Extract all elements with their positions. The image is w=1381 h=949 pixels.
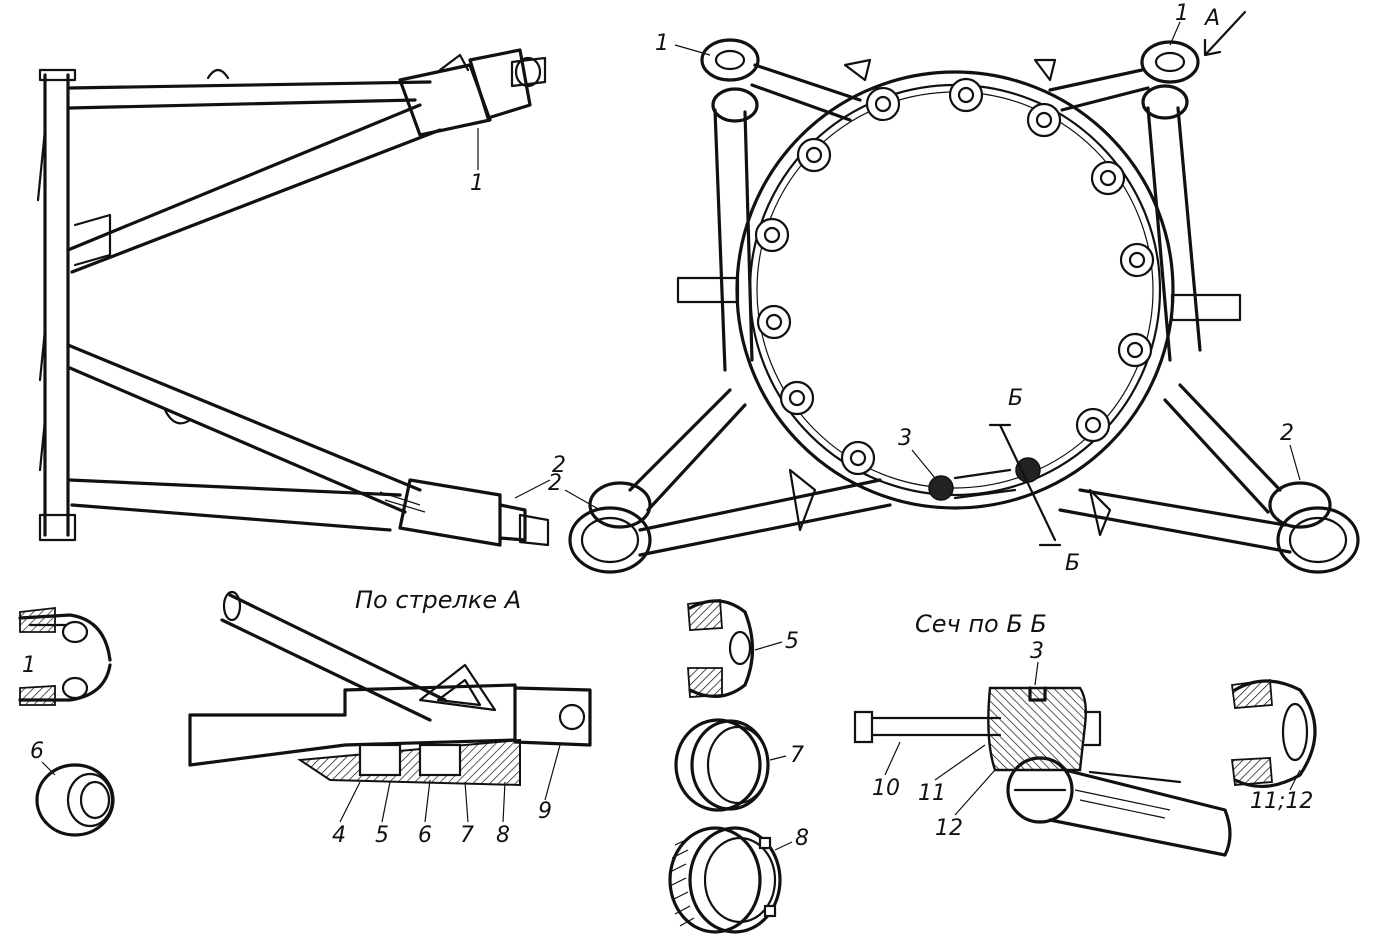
label-7: 7 <box>460 823 474 848</box>
label-8: 8 <box>496 823 510 848</box>
label-4: 4 <box>332 823 346 848</box>
label-2: 2 <box>548 471 562 496</box>
label-11-12: 11;12 <box>1250 789 1313 814</box>
part-5-split-ring <box>687 598 755 698</box>
label-10: 10 <box>872 776 900 801</box>
part-11-12-bushing <box>1230 678 1317 789</box>
label-2: 2 <box>1280 421 1294 446</box>
label-1: 1 <box>470 171 484 196</box>
label-8: 8 <box>795 826 809 851</box>
label-1: 1 <box>655 31 669 56</box>
label-3: 3 <box>1030 639 1044 664</box>
section-bb-caption: Сеч по Б Б <box>915 610 1047 638</box>
label-12: 12 <box>935 816 963 841</box>
view-a-detail <box>188 590 592 787</box>
label-9: 9 <box>538 799 552 824</box>
label-3: 3 <box>898 426 912 451</box>
detail-split-bushing <box>18 606 112 706</box>
label-6: 6 <box>30 739 44 764</box>
section-mark: Б <box>1008 386 1023 411</box>
view-a-caption: По стрелке А <box>355 586 521 614</box>
label-1: 1 <box>1175 1 1189 26</box>
part-8-threaded-nut <box>668 826 782 934</box>
label-5: 5 <box>785 629 799 654</box>
view-arrow-a <box>1203 10 1247 57</box>
side-frame-view <box>36 48 550 547</box>
detail-flanged-bushing <box>35 763 115 837</box>
section-mark: Б <box>1065 551 1080 576</box>
label-5: 5 <box>375 823 389 848</box>
label-a: А <box>1203 6 1220 31</box>
engine-ring-view <box>568 38 1360 574</box>
label-2: 2 <box>552 453 566 478</box>
section-bb-detail <box>853 686 1232 857</box>
label-1: 1 <box>22 653 36 678</box>
label-7: 7 <box>790 743 804 768</box>
part-7-ring <box>674 718 770 812</box>
label-6: 6 <box>418 823 432 848</box>
label-11: 11 <box>918 781 946 806</box>
